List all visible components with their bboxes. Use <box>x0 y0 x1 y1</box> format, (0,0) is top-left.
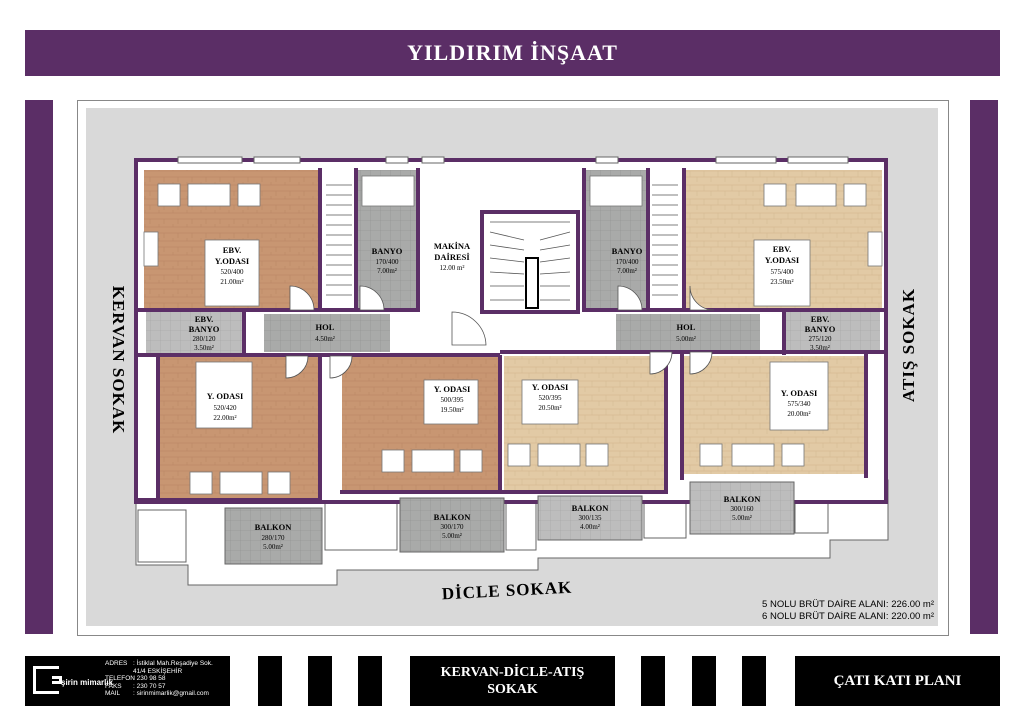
footer-stripe <box>692 656 716 706</box>
room-ebv-banyo-right-name2: BANYO <box>805 324 836 334</box>
room-y-odasi-2-name: Y. ODASI <box>434 384 471 394</box>
room-ebv-banyo-right-area: 3.50m² <box>810 344 830 352</box>
room-balkon-2-name: BALKON <box>434 512 472 522</box>
room-hol-right-area: 5.00m² <box>676 335 696 343</box>
room-ebv-banyo-left-dim: 280/120 <box>193 335 216 343</box>
room-balkon-3-name: BALKON <box>572 503 610 513</box>
room-balkon-2-dim: 300/170 <box>441 523 464 531</box>
footer-stripe <box>258 656 282 706</box>
room-y-odasi-2-area: 19.50m² <box>440 406 463 414</box>
room-ebv-y-odasi-right-name2: Y.ODASI <box>765 255 800 265</box>
plan-type-label: ÇATI KATI PLANI <box>795 656 1000 706</box>
room-balkon-2-area: 5.00m² <box>442 532 462 540</box>
room-balkon-4-dim: 300/160 <box>731 505 754 513</box>
room-hol-right-name: HOL <box>677 322 696 332</box>
logo-icon <box>33 666 62 694</box>
room-makina-name2: DAİRESİ <box>434 252 470 262</box>
room-y-odasi-4-area: 20.00m² <box>787 410 810 418</box>
footer-stripe <box>358 656 382 706</box>
footer-logo-box: şirin mimarlık ADRES: İstiklal Mah.Reşad… <box>25 656 230 706</box>
room-y-odasi-3-name: Y. ODASI <box>532 382 569 392</box>
project-name-line1: KERVAN-DİCLE-ATIŞ <box>440 665 585 680</box>
room-hol-left-name: HOL <box>316 322 335 332</box>
room-ebv-banyo-left-name1: EBV. <box>195 314 214 324</box>
room-ebv-y-odasi-right-area: 23.50m² <box>770 278 793 286</box>
project-name-line2: SOKAK <box>487 682 538 697</box>
room-ebv-banyo-right-dim: 275/120 <box>809 335 832 343</box>
area-note-6: 6 NOLU BRÜT DAİRE ALANI: 220.00 m² <box>762 611 934 622</box>
room-banyo-left-name1: BANYO <box>372 246 403 256</box>
room-ebv-y-odasi-left-dim: 520/400 <box>221 268 244 276</box>
room-ebv-y-odasi-left-name2: Y.ODASI <box>215 256 250 266</box>
room-labels: EBV. Y.ODASI 520/400 21.00m² BANYO 170/4… <box>189 241 836 551</box>
room-ebv-banyo-right-name1: EBV. <box>811 314 830 324</box>
project-name-label: KERVAN-DİCLE-ATIŞ SOKAK <box>410 656 615 706</box>
logo-text: şirin mimarlık <box>61 678 114 687</box>
room-banyo-left-area: 7.00m² <box>377 267 397 275</box>
area-note-5: 5 NOLU BRÜT DAİRE ALANI: 226.00 m² <box>762 599 934 610</box>
room-y-odasi-1-area: 22.00m² <box>213 414 236 422</box>
room-ebv-banyo-left-name2: BANYO <box>189 324 220 334</box>
room-ebv-y-odasi-right-dim: 575/400 <box>771 268 794 276</box>
contact-row: TELEFON: 230 98 58 <box>105 675 166 682</box>
room-balkon-4-name: BALKON <box>724 494 762 504</box>
contact-row: 41/4 ESKİŞEHİR <box>133 667 183 675</box>
room-y-odasi-1-name: Y. ODASI <box>207 391 244 401</box>
room-y-odasi-4-name: Y. ODASI <box>781 388 818 398</box>
room-banyo-right-area: 7.00m² <box>617 267 637 275</box>
footer-stripe <box>308 656 332 706</box>
contact-row: ADRES: İstiklal Mah.Reşadiye Sok. <box>105 660 213 667</box>
contact-row: MAIL: sirinmimarlik@gmail.com <box>105 690 209 697</box>
room-makina-area: 12.00 m² <box>439 264 464 272</box>
footer-stripe <box>742 656 766 706</box>
page-title: YILDIRIM İNŞAAT <box>25 30 1000 76</box>
room-balkon-3-dim: 300/135 <box>579 514 602 522</box>
street-left-label: KERVAN SOKAK <box>109 285 128 435</box>
room-banyo-right-dim: 170/400 <box>616 258 639 266</box>
room-y-odasi-4-dim: 575/340 <box>788 400 811 408</box>
left-side-bar <box>25 100 53 634</box>
contact-block: ADRES: İstiklal Mah.Reşadiye Sok. 41/4 E… <box>105 660 213 698</box>
room-ebv-y-odasi-left-area: 21.00m² <box>220 278 243 286</box>
room-y-odasi-2-dim: 500/395 <box>441 396 464 404</box>
room-y-odasi-1-dim: 520/420 <box>214 404 237 412</box>
room-y-odasi-3-area: 20.50m² <box>538 404 561 412</box>
room-banyo-left-dim: 170/400 <box>376 258 399 266</box>
contact-row: FAKS: 230 70 57 <box>105 682 166 690</box>
footer-stripe <box>641 656 665 706</box>
room-y-odasi-3-dim: 520/395 <box>539 394 562 402</box>
room-ebv-y-odasi-right-name1: EBV. <box>773 244 792 254</box>
room-balkon-1-name: BALKON <box>255 522 293 532</box>
room-banyo-right-name1: BANYO <box>612 246 643 256</box>
room-makina-name1: MAKİNA <box>434 241 471 251</box>
room-balkon-1-dim: 280/170 <box>262 534 285 542</box>
street-right-label: ATIŞ SOKAK <box>899 287 918 403</box>
room-ebv-banyo-left-area: 3.50m² <box>194 344 214 352</box>
room-balkon-3-area: 4.00m² <box>580 523 600 531</box>
room-ebv-y-odasi-left-name1: EBV. <box>223 245 242 255</box>
room-balkon-1-area: 5.00m² <box>263 543 283 551</box>
right-side-bar <box>970 100 998 634</box>
room-balkon-4-area: 5.00m² <box>732 514 752 522</box>
room-hol-left-area: 4.50m² <box>315 335 335 343</box>
